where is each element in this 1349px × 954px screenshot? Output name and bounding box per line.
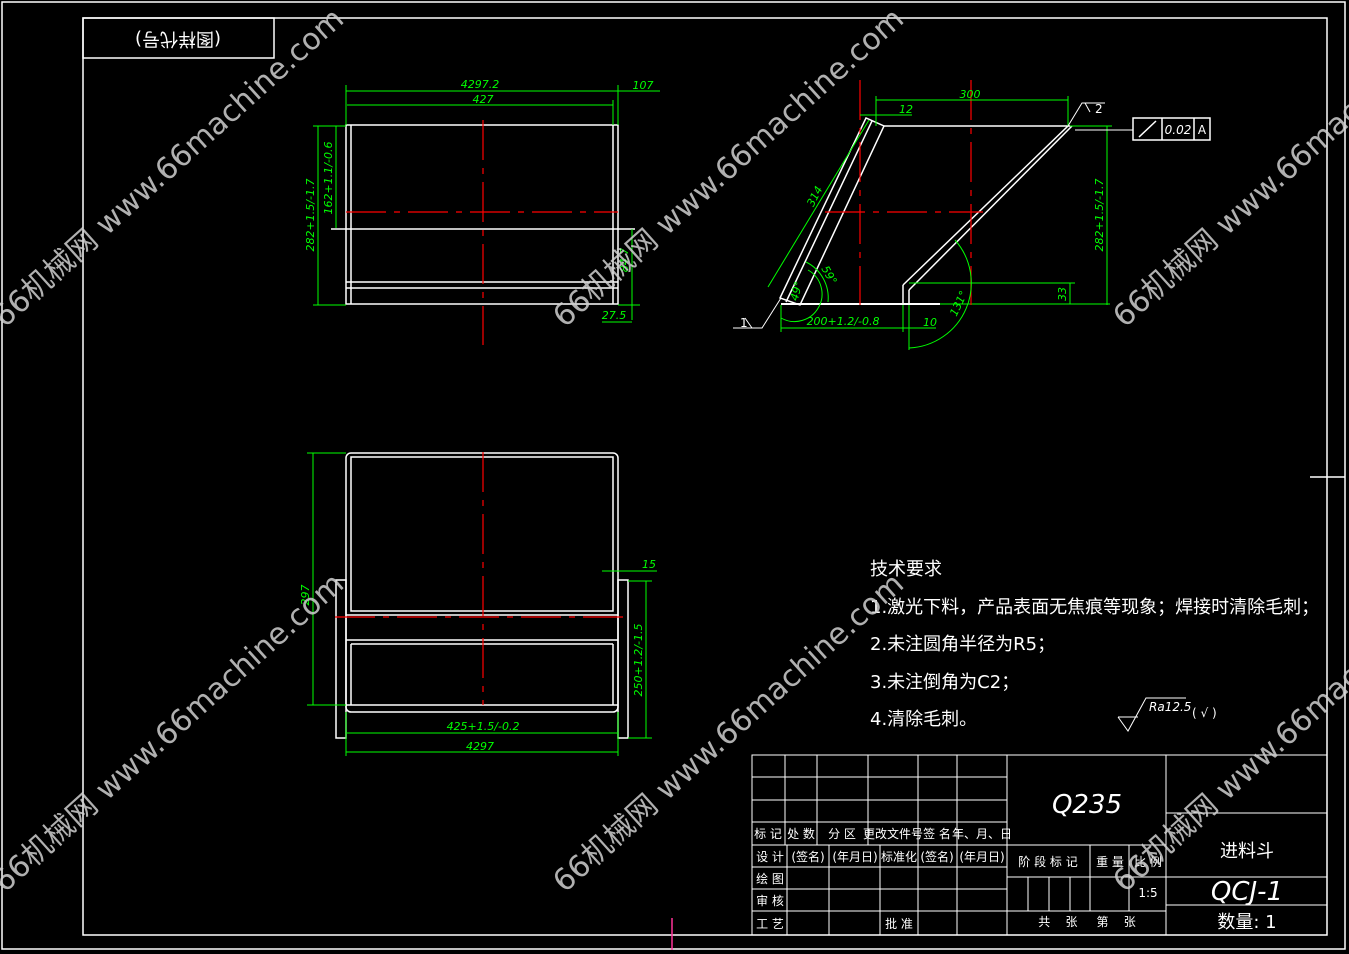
cell-label: 年、月、日 <box>952 827 1012 841</box>
roughness-value: Ra12.5 <box>1149 700 1191 714</box>
front-view: 297 15 250+1.2/-1.5 425+1.5/-0.2 4297 <box>299 452 657 756</box>
dim-bottom: 27.5 <box>602 309 627 322</box>
cell-label: 审 核 <box>756 893 784 908</box>
dim-height-front: 297 <box>299 585 312 606</box>
cell-label: 标 记 <box>754 827 782 841</box>
top-view: 4297.2 107 427 282+1.5/-1.7 162+1.1/-0.6… <box>304 78 660 345</box>
tech-item: 2.未注圆角半径为R5； <box>870 634 1055 655</box>
watermark: 66机械网 www.66machine.com <box>0 566 351 899</box>
scale-value: 1:5 <box>1138 886 1157 900</box>
material: Q235 <box>1052 790 1122 820</box>
tolerance-datum: A <box>1198 123 1207 137</box>
dim-33: 33 <box>1056 287 1069 301</box>
roughness-symbol-icon <box>1117 697 1186 732</box>
cell-label: (年月日) <box>959 850 1004 864</box>
angle-49: 49° <box>788 280 806 302</box>
cell-label: 工 艺 <box>756 917 784 931</box>
drawing-label-box <box>82 17 275 59</box>
roughness-suffix: ( √ ) <box>1192 706 1217 720</box>
tech-item: 1.激光下料，产品表面无焦痕等现象；焊接时清除毛刺； <box>870 597 1319 618</box>
cell-label: (年月日) <box>832 850 877 864</box>
dim-upper: 162+1.1/-0.6 <box>322 142 335 215</box>
dim-top: 300 <box>960 88 981 101</box>
tech-item: 3.未注倒角为C2； <box>870 672 1019 693</box>
cell-label: 比 例 <box>1134 855 1162 869</box>
cell-label: 批 准 <box>885 916 913 931</box>
cell-label: 绘 图 <box>756 871 784 886</box>
cell-label: 重 量 <box>1096 855 1124 869</box>
part-code: QCJ-1 <box>1211 877 1283 907</box>
cell-label: (签名) <box>791 849 824 864</box>
dim-height-side: 282+1.5/-1.7 <box>1093 179 1106 252</box>
part-name: 进料斗 <box>1220 841 1274 862</box>
tolerance-frame <box>1132 117 1211 141</box>
dim-lower: 84.7 <box>618 248 631 273</box>
tech-requirements: 技术要求 1.激光下料，产品表面无焦痕等现象；焊接时清除毛刺； 2.未注圆角半径… <box>870 559 1319 732</box>
runout-arrow-icon <box>1138 120 1157 138</box>
drawing-label: (图样代号) <box>135 28 221 49</box>
dim-total-front: 4297 <box>466 740 494 753</box>
quantity: 数量: 1 <box>1217 912 1276 933</box>
tech-title: 技术要求 <box>870 559 942 580</box>
cell-label: 签 名 <box>923 826 951 841</box>
cell-label: 处 数 <box>787 826 815 841</box>
watermark: 66机械网 www.66machine.com <box>546 1 910 334</box>
weld-mark-1: 1 <box>740 316 748 330</box>
dim-total-width: 4297.2 <box>461 78 500 91</box>
angle-59: 59° <box>819 264 840 287</box>
cell-label: 设 计 <box>756 850 784 864</box>
cell-label: 分 区 <box>828 827 856 841</box>
cell-label: (签名) <box>920 849 953 864</box>
cell-label: 阶 段 标 记 <box>1018 854 1077 869</box>
weld-mark-2: 2 <box>1095 102 1103 116</box>
title-block-text: 标 记 处 数 分 区 更改文件号 签 名 年、月、日 设 计 (签名) (年月… <box>754 790 1283 933</box>
inner-frame <box>82 17 1328 936</box>
dim-side: 250+1.2/-1.5 <box>632 624 645 697</box>
tolerance-value: 0.02 <box>1165 123 1192 137</box>
dim-10: 10 <box>923 316 937 329</box>
sheet-count: 共 张 第 张 <box>1038 915 1136 929</box>
dim-base: 200+1.2/-0.8 <box>807 315 880 328</box>
dim-tab: 15 <box>642 558 656 571</box>
dim-extension: 107 <box>633 79 654 92</box>
cell-label: 标准化 <box>881 850 917 864</box>
watermark: 66机械网 www.66machine.com <box>1106 1 1349 334</box>
dim-inner-front: 425+1.5/-0.2 <box>447 720 520 733</box>
dim-12: 12 <box>899 103 913 116</box>
dim-height: 282+1.5/-1.7 <box>304 179 317 252</box>
title-block <box>751 754 1328 936</box>
tech-item: 4.清除毛刺。 <box>870 709 977 730</box>
watermarks: 66机械网 www.66machine.com 66机械网 www.66mach… <box>0 1 1349 899</box>
cell-label: 更改文件号 <box>863 826 923 841</box>
dim-inner-width: 427 <box>473 93 494 106</box>
watermark: 66机械网 www.66machine.com <box>0 1 351 334</box>
